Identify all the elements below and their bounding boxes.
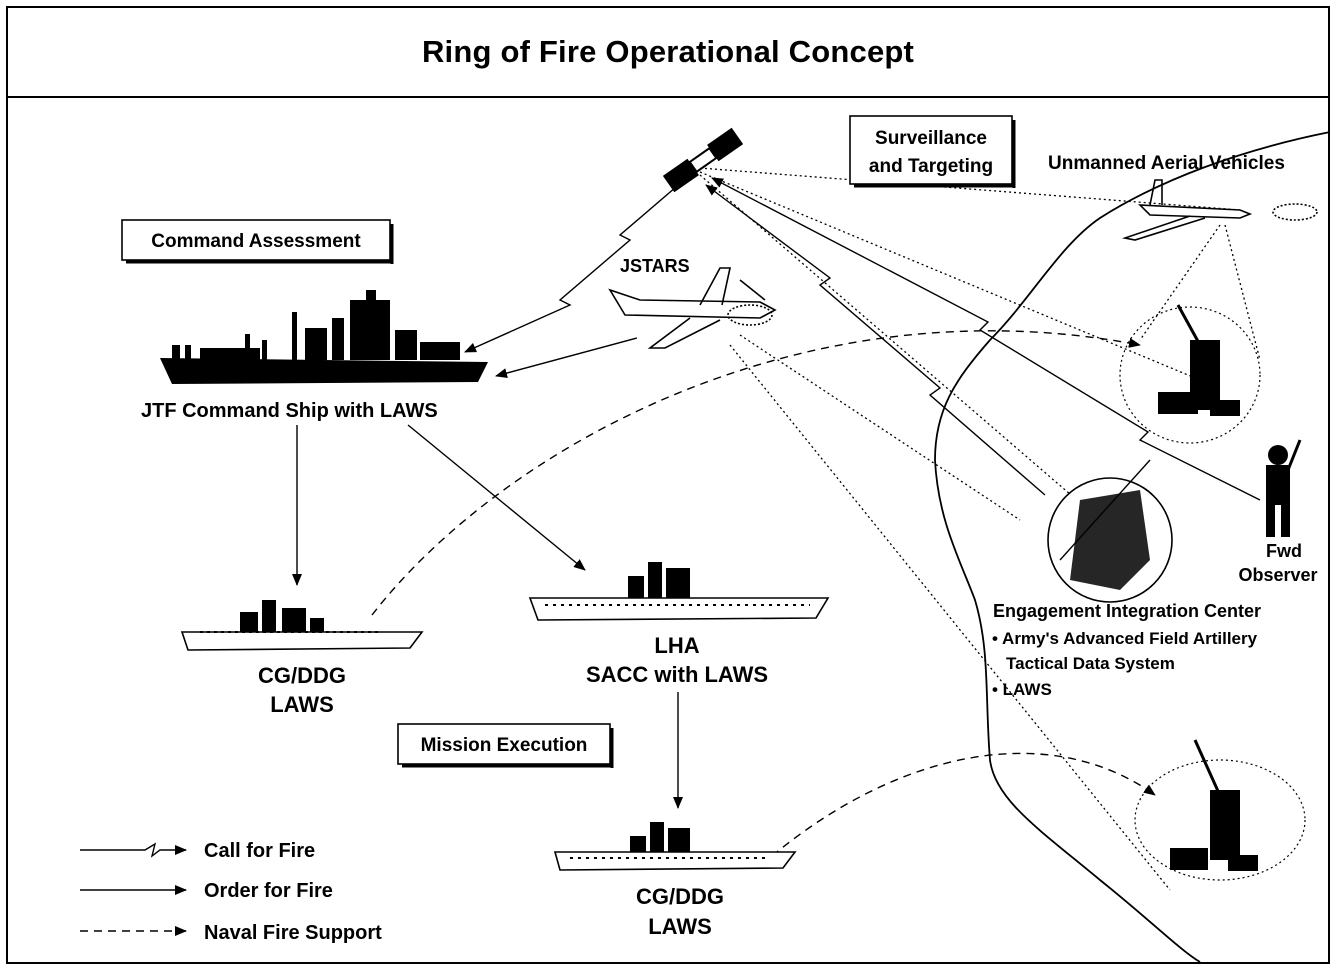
fwd-observer-label-line1: Fwd xyxy=(1266,541,1302,561)
eic-title: Engagement Integration Center xyxy=(993,601,1261,621)
fwd-observer-label-line2: Observer xyxy=(1238,565,1317,585)
surveillance-label-line2: and Targeting xyxy=(869,156,993,177)
coastline xyxy=(934,131,1331,963)
mission-execution-box: Mission Execution xyxy=(397,723,614,768)
naval-fire-support-arcs xyxy=(371,330,1156,857)
command-assessment-label: Command Assessment xyxy=(151,231,361,252)
order-for-fire-arrows xyxy=(292,337,683,809)
engagement-center-icon xyxy=(1047,459,1173,603)
cgddg2-label-line1: CG/DDG xyxy=(636,884,724,909)
jstars-label: JSTARS xyxy=(620,256,690,276)
surveillance-box: Surveillance and Targeting xyxy=(849,115,1016,188)
eic-item1-line1: • Army's Advanced Field Artillery xyxy=(992,629,1258,648)
surveillance-label-line1: Surveillance xyxy=(875,128,987,149)
eic-item1-line2: Tactical Data System xyxy=(1006,654,1175,673)
uav-aircraft-icon xyxy=(1121,179,1318,241)
uav-label: Unmanned Aerial Vehicles xyxy=(1048,153,1285,174)
surveillance-links xyxy=(699,167,1261,891)
legend-naval-fire-support: Naval Fire Support xyxy=(80,922,382,944)
legend-call-for-fire-label: Call for Fire xyxy=(204,840,315,862)
mission-execution-label: Mission Execution xyxy=(421,735,588,756)
diagram-title: Ring of Fire Operational Concept xyxy=(421,34,915,69)
satellite-icon xyxy=(662,127,744,193)
lha-ship-icon xyxy=(528,562,830,621)
eic-item2: • LAWS xyxy=(992,680,1052,699)
artillery-unit-2-icon xyxy=(1134,739,1306,881)
lha-label-line1: LHA xyxy=(654,633,699,658)
title-bar: Ring of Fire Operational Concept xyxy=(6,6,1330,98)
jtf-ship-label: JTF Command Ship with LAWS xyxy=(141,400,438,422)
legend-call-for-fire: Call for Fire xyxy=(80,840,315,862)
cgddg-ship-2-icon xyxy=(553,822,797,871)
call-for-fire-links xyxy=(464,174,1261,501)
legend-naval-fire-support-label: Naval Fire Support xyxy=(204,922,382,944)
forward-observer-icon xyxy=(1266,439,1302,537)
command-assessment-box: Command Assessment xyxy=(121,219,394,264)
lha-label-line2: SACC with LAWS xyxy=(586,662,768,687)
cgddg-ship-1-icon xyxy=(180,600,424,651)
artillery-unit-1-icon xyxy=(1119,304,1261,444)
jtf-command-ship-icon xyxy=(160,290,488,384)
cgddg2-label-line2: LAWS xyxy=(648,914,712,939)
cgddg1-label-line1: CG/DDG xyxy=(258,663,346,688)
jstars-aircraft-icon xyxy=(608,267,777,349)
cgddg1-label-line2: LAWS xyxy=(270,692,334,717)
legend-order-for-fire-label: Order for Fire xyxy=(204,880,333,902)
legend: Call for Fire Order for Fire Naval Fire … xyxy=(80,840,382,944)
legend-order-for-fire: Order for Fire xyxy=(80,880,333,902)
